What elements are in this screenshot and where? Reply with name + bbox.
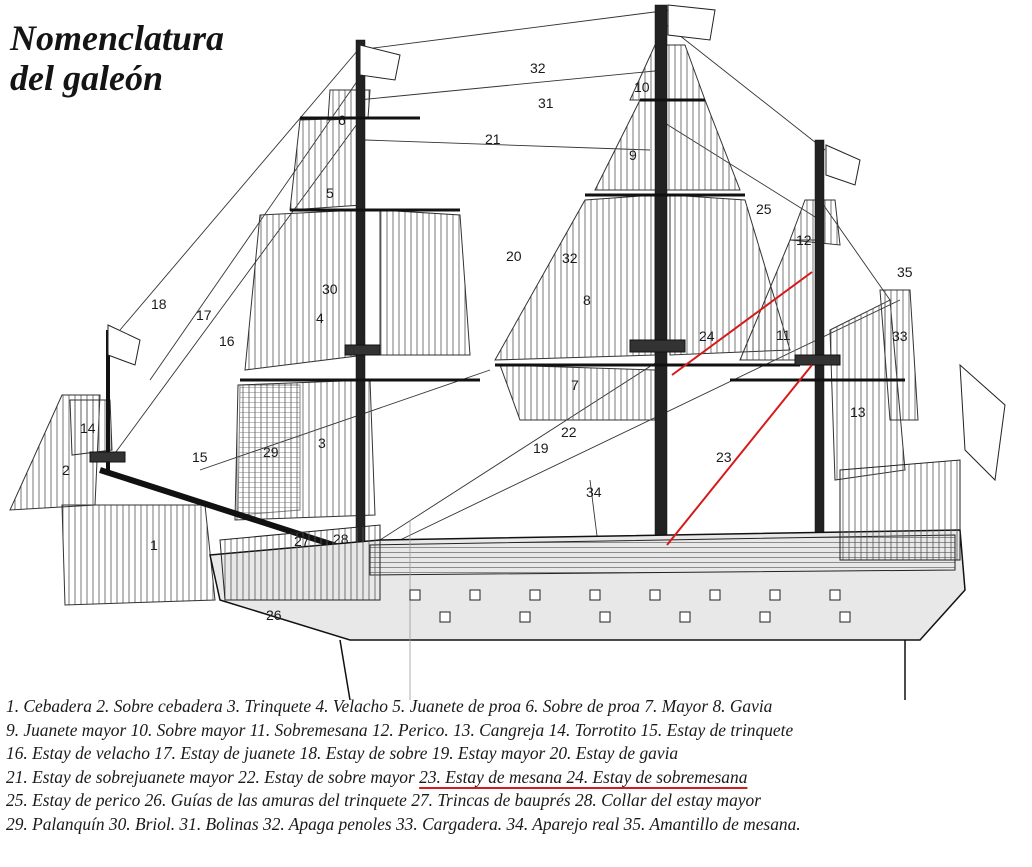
gunports bbox=[409, 589, 851, 623]
label-12: 12 bbox=[796, 232, 812, 248]
torrotito-top bbox=[89, 451, 126, 463]
label-32-mid: 32 bbox=[562, 250, 578, 266]
label-16: 16 bbox=[219, 333, 235, 349]
label-17: 17 bbox=[196, 307, 212, 323]
nomenclature-legend: 1. Cebadera 2. Sobre cebadera 3. Trinque… bbox=[6, 695, 1028, 836]
label-32-top: 32 bbox=[530, 60, 546, 76]
sail-8-gavia bbox=[494, 194, 656, 361]
label-14: 14 bbox=[80, 420, 96, 436]
label-29: 29 bbox=[263, 444, 279, 460]
label-15: 15 bbox=[192, 449, 208, 465]
legend-line-3: 16. Estay de velacho 17. Estay de juanet… bbox=[6, 743, 679, 763]
label-25: 25 bbox=[756, 201, 772, 217]
flag-bow bbox=[107, 324, 141, 366]
flag-stern bbox=[959, 363, 1006, 482]
flag-fore bbox=[359, 44, 401, 81]
masts bbox=[89, 4, 905, 563]
label-10: 10 bbox=[634, 79, 650, 95]
fore-top bbox=[344, 344, 381, 356]
label-27: 27 bbox=[294, 533, 310, 549]
label-20: 20 bbox=[506, 248, 522, 264]
label-11: 11 bbox=[776, 327, 791, 343]
number-labels: 1 2 3 4 5 6 7 8 9 10 11 12 13 14 15 16 1… bbox=[62, 60, 913, 623]
sails bbox=[9, 44, 919, 606]
hull bbox=[209, 459, 966, 700]
label-33: 33 bbox=[892, 328, 908, 344]
stay-24-estay-de-sobremesana bbox=[671, 271, 813, 376]
diagram-title: Nomenclatura del galeón bbox=[10, 18, 224, 98]
sail-29-palanquin bbox=[237, 384, 301, 516]
label-3: 3 bbox=[318, 435, 326, 451]
label-22: 22 bbox=[561, 424, 577, 440]
flag-mizzen bbox=[825, 144, 861, 186]
main-top bbox=[629, 339, 686, 353]
flag-main bbox=[667, 4, 716, 41]
highlighted-stays bbox=[666, 271, 813, 546]
label-6: 6 bbox=[338, 112, 346, 128]
label-30: 30 bbox=[322, 281, 338, 297]
legend-line-4-text: 21. Estay de sobrejuanete mayor 22. Esta… bbox=[6, 766, 420, 787]
label-21: 21 bbox=[485, 131, 501, 147]
legend-highlight: 23. Estay de mesana 24. Estay de sobreme… bbox=[419, 766, 748, 787]
stay-23-estay-de-mesana bbox=[666, 364, 813, 546]
fore-castle bbox=[219, 524, 381, 601]
title-line-2: del galeón bbox=[10, 58, 163, 98]
legend-line-4: 21. Estay de sobrejuanete mayor 22. Esta… bbox=[6, 766, 1028, 790]
sail-14-torrotito bbox=[69, 399, 113, 456]
main-mast bbox=[654, 4, 668, 551]
label-7: 7 bbox=[571, 377, 579, 393]
mizzen-top bbox=[794, 354, 841, 366]
sail-33-cargadera bbox=[879, 289, 919, 421]
label-24: 24 bbox=[699, 328, 715, 344]
keel bbox=[339, 639, 906, 700]
galleon-drawing: 1 2 3 4 5 6 7 8 9 10 11 12 13 14 15 16 1… bbox=[9, 4, 1006, 700]
label-28: 28 bbox=[333, 531, 349, 547]
label-35: 35 bbox=[897, 264, 913, 280]
label-4: 4 bbox=[316, 310, 324, 326]
sail-1-cebadera bbox=[61, 504, 216, 606]
label-8: 8 bbox=[583, 292, 591, 308]
label-31: 31 bbox=[538, 95, 554, 111]
flags bbox=[107, 4, 1006, 482]
legend-line-6: 29. Palanquín 30. Briol. 31. Bolinas 32.… bbox=[6, 813, 801, 834]
label-1: 1 bbox=[150, 537, 158, 553]
label-9: 9 bbox=[629, 147, 637, 163]
label-5: 5 bbox=[326, 185, 334, 201]
label-13: 13 bbox=[850, 404, 866, 420]
title-line-1: Nomenclatura bbox=[10, 18, 225, 58]
sail-velacho-right bbox=[379, 209, 471, 356]
stern-castle bbox=[839, 459, 961, 561]
label-23: 23 bbox=[716, 449, 732, 465]
label-26: 26 bbox=[266, 607, 282, 623]
label-19: 19 bbox=[533, 440, 549, 456]
legend-line-5: 25. Estay de perico 26. Guías de las amu… bbox=[6, 790, 761, 810]
mizzen-mast bbox=[814, 139, 825, 546]
label-34: 34 bbox=[586, 484, 602, 500]
label-18: 18 bbox=[151, 296, 167, 312]
legend-line-1: 1. Cebadera 2. Sobre cebadera 3. Trinque… bbox=[6, 696, 773, 716]
legend-line-2: 9. Juanete mayor 10. Sobre mayor 11. Sob… bbox=[6, 719, 794, 740]
sail-9-juanete-mayor bbox=[594, 99, 741, 191]
label-2: 2 bbox=[62, 462, 70, 478]
